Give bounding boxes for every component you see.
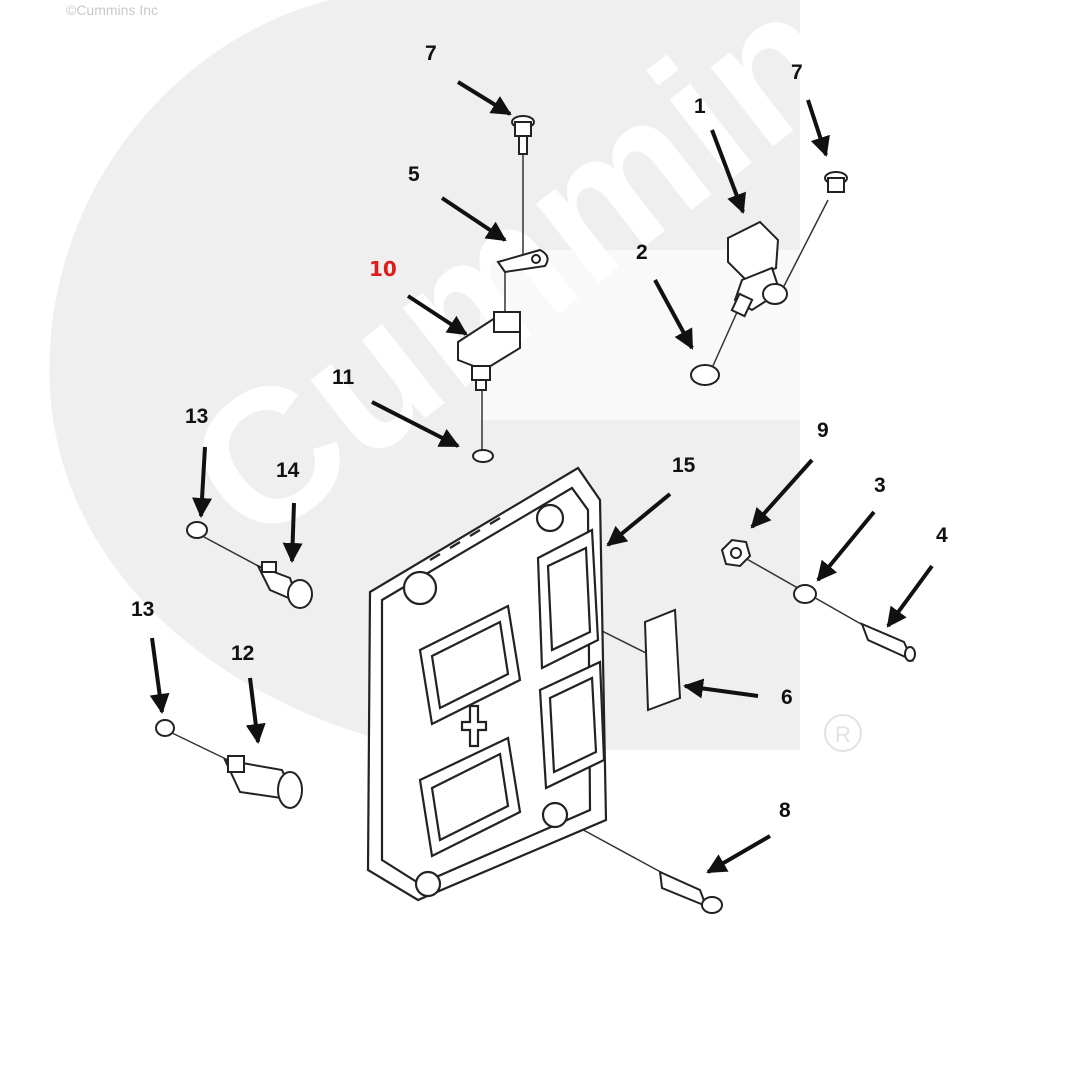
- washer-part: [793, 584, 817, 604]
- bracket-part: [496, 248, 549, 274]
- o-ring-part: [155, 719, 175, 737]
- o-ring-part: [690, 364, 720, 386]
- callout-item-4[interactable]: 4: [936, 524, 948, 547]
- callout-item-15[interactable]: 15: [672, 454, 696, 477]
- pressure-sensor-part: [457, 311, 521, 391]
- screw-part: [511, 115, 535, 155]
- svg-text:R: R: [835, 722, 851, 747]
- nut-part: [720, 538, 752, 568]
- label-part: [643, 608, 682, 712]
- callout-item-3[interactable]: 3: [874, 474, 886, 497]
- callout-item-8[interactable]: 8: [779, 799, 791, 822]
- callout-item-1[interactable]: 1: [694, 95, 706, 118]
- stud-part: [860, 622, 916, 662]
- callout-item-9[interactable]: 9: [817, 419, 829, 442]
- screw-part: [824, 171, 848, 193]
- o-ring-part: [186, 521, 208, 539]
- callout-item-11[interactable]: 11: [332, 366, 355, 389]
- ecm-module-part: [366, 466, 608, 902]
- callout-item-13-lower[interactable]: 13: [131, 598, 155, 621]
- callout-arrows: [149, 80, 934, 874]
- callout-item-14[interactable]: 14: [276, 459, 300, 482]
- callout-item-7-right[interactable]: 7: [791, 61, 803, 84]
- callout-item-13-upper[interactable]: 13: [185, 405, 209, 428]
- speed-sensor-part: [727, 220, 788, 318]
- bolt-part: [658, 870, 723, 914]
- callout-item-6[interactable]: 6: [781, 686, 793, 709]
- callout-item-12[interactable]: 12: [231, 642, 255, 665]
- pressure-sensor-part: [223, 755, 303, 809]
- callout-item-5[interactable]: 5: [408, 163, 420, 186]
- callout-item-7-top[interactable]: 7: [425, 42, 437, 65]
- callout-item-2[interactable]: 2: [636, 241, 648, 264]
- callout-item-10-highlighted[interactable]: 10: [369, 257, 397, 281]
- copyright-text: ©Cummins Inc: [66, 2, 158, 18]
- o-ring-part: [472, 449, 494, 463]
- temperature-sensor-part: [255, 561, 313, 609]
